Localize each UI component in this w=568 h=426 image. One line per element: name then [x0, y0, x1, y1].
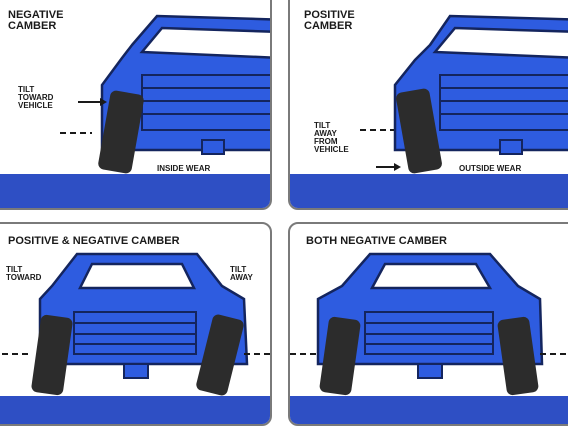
license-plate: [417, 363, 443, 379]
left-tire: [319, 316, 361, 396]
panel-title: NEGATIVE CAMBER: [8, 9, 64, 32]
wear-label: OUTSIDE WEAR: [456, 163, 525, 174]
panel-both-negative-camber: BOTH NEGATIVE CAMBER: [288, 222, 568, 426]
ground: [290, 174, 568, 208]
tilt-label: TILT TOWARD VEHICLE: [18, 85, 54, 110]
ground: [0, 174, 270, 208]
panel-title: POSITIVE CAMBER: [304, 9, 355, 32]
windshield: [432, 26, 568, 59]
panel-negative-camber: NEGATIVE CAMBER TILT TOWARD VEHICLE INSI…: [0, 0, 272, 210]
tilt-toward-label: TILT TOWARD: [6, 265, 42, 282]
windshield: [139, 26, 270, 59]
windshield: [369, 262, 493, 290]
panel-title: POSITIVE & NEGATIVE CAMBER: [8, 235, 180, 247]
panel-positive-negative-camber: POSITIVE & NEGATIVE CAMBER TILT TOWARD T…: [0, 222, 272, 426]
left-tire: [31, 314, 73, 396]
ground: [290, 396, 568, 424]
arrow-head: [100, 98, 107, 106]
ground: [0, 396, 270, 424]
tilt-label: TILT AWAY FROM VEHICLE: [314, 121, 349, 154]
right-tire: [196, 314, 244, 396]
license-plate: [201, 139, 225, 155]
wear-label: INSIDE WEAR: [154, 163, 214, 174]
tilt-away-label: TILT AWAY: [230, 265, 253, 282]
front-tire: [98, 90, 144, 174]
panel-positive-camber: POSITIVE CAMBER TILT AWAY FROM VEHICLE O…: [288, 0, 568, 210]
panel-title: BOTH NEGATIVE CAMBER: [306, 235, 447, 247]
both-negative-camber-car-illustration: [290, 252, 568, 424]
positive-camber-car-illustration: [290, 14, 568, 208]
license-plate: [123, 363, 149, 379]
windshield: [77, 262, 197, 290]
license-plate: [499, 139, 523, 155]
mixed-camber-car-illustration: [0, 252, 270, 424]
right-tire: [497, 316, 539, 396]
front-tire: [396, 88, 442, 174]
grille: [439, 74, 568, 131]
negative-camber-car-illustration: [0, 14, 270, 208]
arrow-head: [394, 163, 401, 171]
